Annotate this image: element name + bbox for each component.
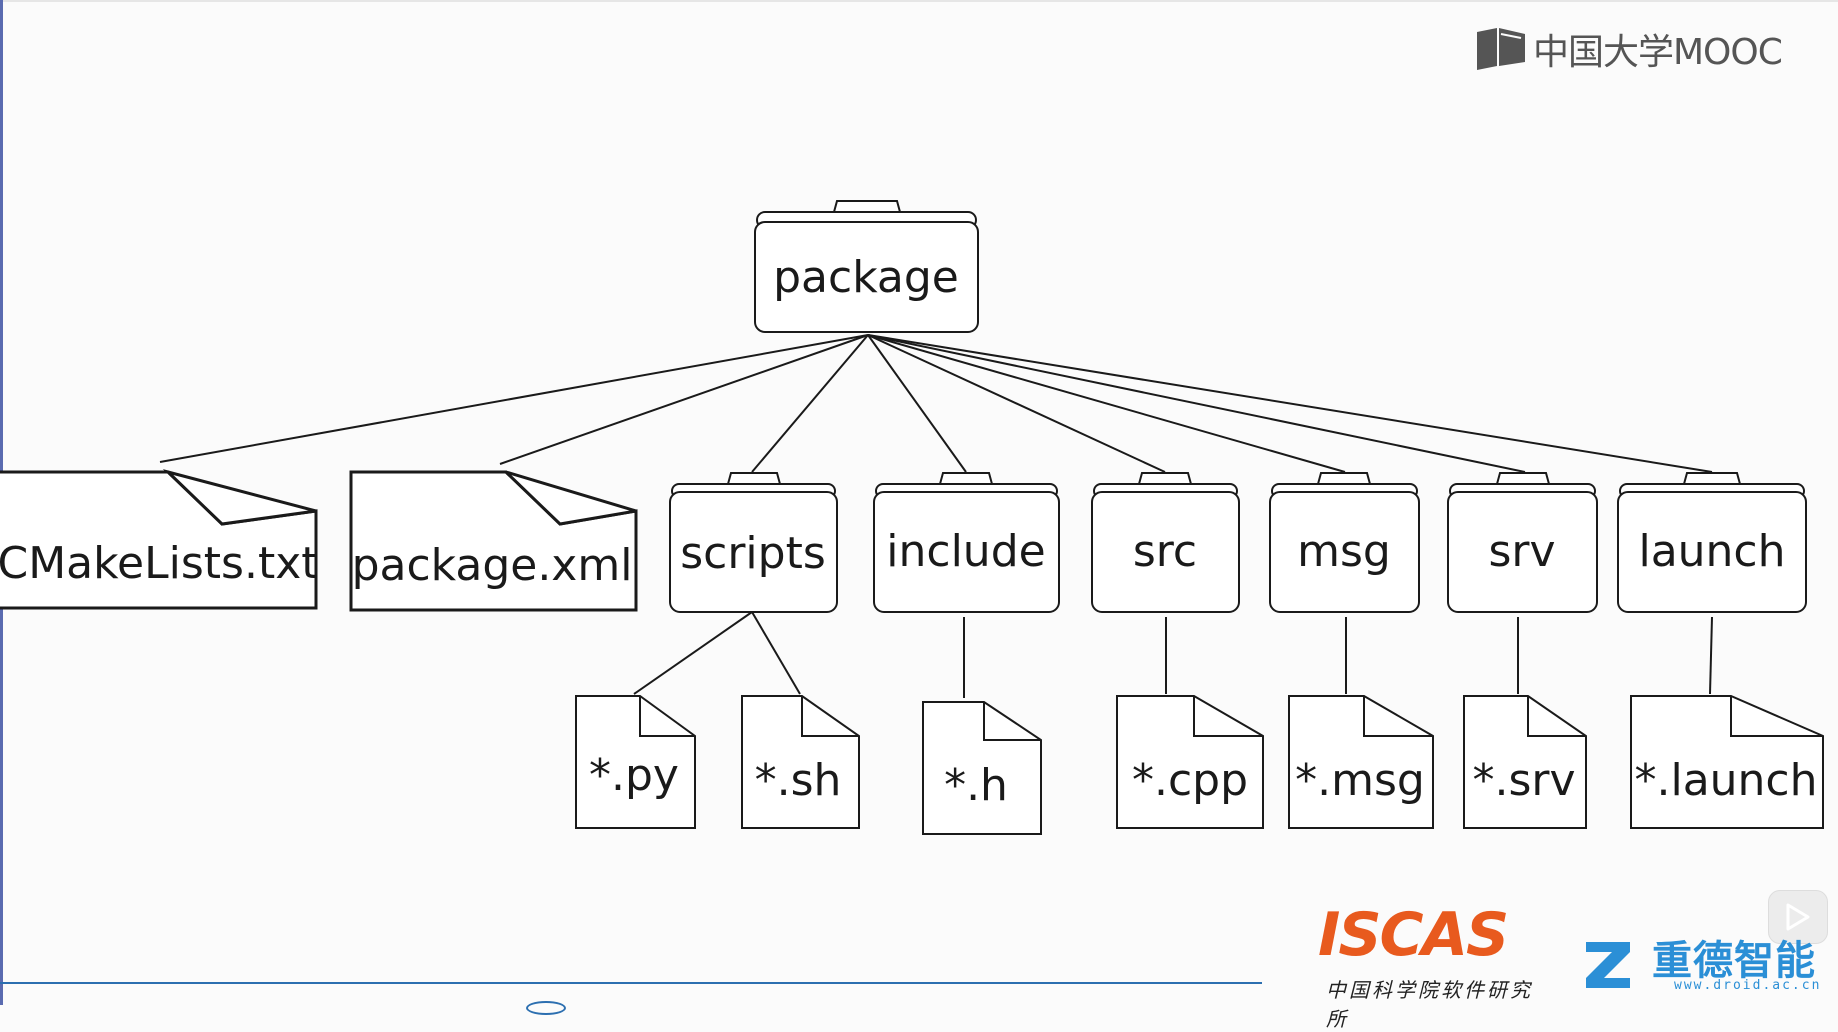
play-icon — [1786, 903, 1810, 931]
file-srv: *.srv — [1463, 695, 1587, 829]
bottom-progress-line — [0, 982, 1262, 984]
folder-package: package — [754, 200, 979, 333]
file-py: *.py — [575, 695, 696, 829]
folder-label-launch: launch — [1638, 526, 1785, 577]
folder-launch: launch — [1617, 472, 1807, 613]
file-cpp: *.cpp — [1116, 695, 1264, 829]
file-launch: *.launch — [1630, 695, 1824, 829]
folder-msg: msg — [1269, 472, 1420, 613]
iscas-logo-text: ISCAS — [1318, 900, 1509, 970]
file-h: *.h — [922, 701, 1042, 835]
folder-srv: srv — [1447, 472, 1598, 613]
file-label-msg: *.msg — [1295, 755, 1425, 806]
zhongde-z-icon — [1586, 942, 1630, 988]
folder-scripts: scripts — [669, 472, 838, 613]
leaf-connectors — [633, 611, 1713, 698]
file-label-sh: *.sh — [755, 755, 842, 806]
file-label-py: *.py — [589, 750, 679, 801]
file-label-cpp: *.cpp — [1132, 755, 1248, 806]
file-sh: *.sh — [741, 695, 860, 829]
iscas-logo-subtitle: 中国科学院软件研究所 — [1326, 978, 1533, 1031]
file-label-launch: *.launch — [1634, 755, 1817, 806]
folder-label-src: src — [1133, 526, 1197, 577]
file-label-h: *.h — [944, 760, 1008, 811]
package-structure-diagram: package CMakeLists.txt package.xml scrip… — [0, 200, 1824, 835]
zhongde-logo-name: 重德智能 — [1652, 938, 1816, 984]
mooc-logo-icon — [1477, 28, 1525, 70]
folder-label-msg: msg — [1297, 526, 1391, 577]
file-label-srv: *.srv — [1472, 755, 1575, 806]
bottom-marker — [526, 1001, 566, 1015]
file-package-xml: package.xml — [349, 470, 638, 612]
folder-label-scripts: scripts — [680, 528, 826, 579]
folder-label-srv: srv — [1488, 526, 1555, 577]
mooc-logo: 中国大学MOOC — [1475, 24, 1783, 74]
mooc-logo-text: 中国大学MOOC — [1533, 32, 1783, 73]
file-label-package-xml: package.xml — [352, 540, 633, 591]
folder-include: include — [873, 472, 1060, 613]
file-cmakelists: CMakeLists.txt — [0, 469, 319, 610]
top-strip — [0, 0, 1838, 2]
zhongde-logo: 重德智能 www.droid.ac.cn — [1578, 920, 1836, 1000]
folder-src: src — [1091, 472, 1240, 613]
iscas-logo: ISCAS 中国科学院软件研究所 — [1310, 900, 1550, 1031]
root-connectors — [159, 334, 1713, 473]
file-label-cmakelists: CMakeLists.txt — [0, 538, 319, 589]
file-msg: *.msg — [1288, 695, 1434, 829]
folder-label-package: package — [773, 252, 959, 303]
zhongde-logo-url: www.droid.ac.cn — [1674, 978, 1822, 993]
play-button[interactable] — [1768, 890, 1828, 944]
folder-label-include: include — [886, 526, 1045, 577]
